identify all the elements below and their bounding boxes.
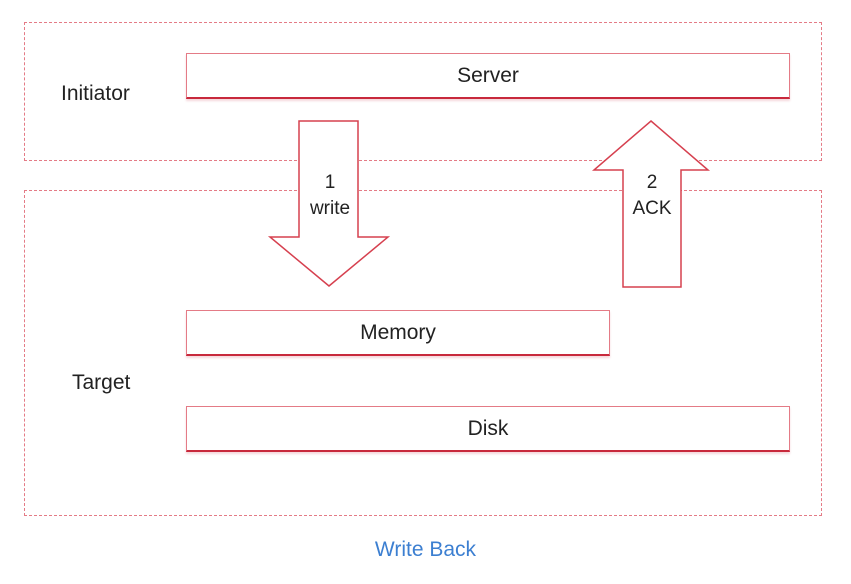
server-box: Server: [186, 53, 790, 99]
initiator-zone: [24, 22, 822, 161]
write-step-number: 1: [324, 172, 336, 193]
initiator-label: Initiator: [61, 82, 130, 105]
disk-box: Disk: [186, 406, 790, 452]
target-zone: [24, 190, 822, 516]
ack-arrow-label: ACK: [632, 198, 672, 219]
ack-step-number: 2: [646, 172, 658, 193]
target-label: Target: [72, 371, 131, 394]
memory-box: Memory: [186, 310, 610, 356]
diagram-caption: Write Back: [374, 538, 477, 561]
write-arrow-label: write: [309, 198, 351, 219]
